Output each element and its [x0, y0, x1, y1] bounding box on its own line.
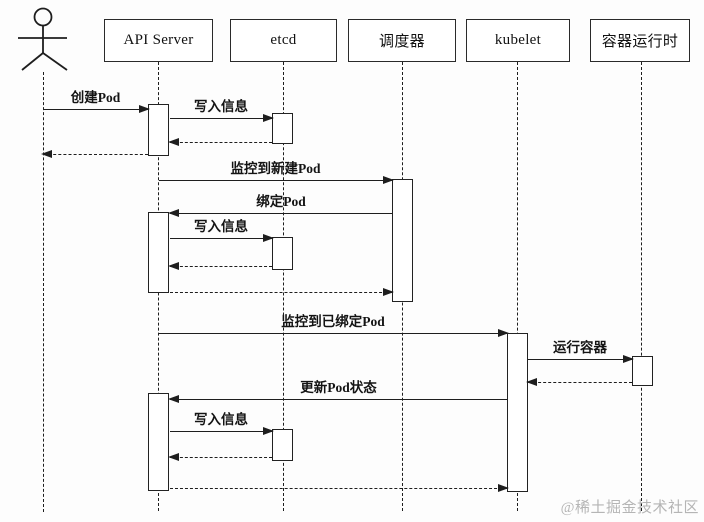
- msg-label: 写入信息: [194, 219, 248, 234]
- activation-etcd-2: [272, 237, 293, 270]
- activation-scheduler: [392, 179, 413, 302]
- msg-label: 运行容器: [553, 340, 607, 355]
- arrowhead-icon: [526, 377, 537, 386]
- activation-api-server-3: [148, 393, 169, 491]
- arrowhead-icon: [383, 175, 394, 184]
- participant-kubelet: kubelet: [466, 19, 570, 62]
- arrowhead-icon: [168, 137, 179, 146]
- msg-update-pod-status: 更新Pod状态: [168, 380, 507, 403]
- msg-watch-bound-pod: 监控到已绑定Pod: [159, 314, 509, 337]
- msg-create-pod: 创建Pod: [43, 90, 150, 113]
- msg-write-info-1: 写入信息: [170, 99, 274, 122]
- msg-label: 创建Pod: [70, 90, 121, 105]
- lifeline-kubelet: [517, 62, 518, 511]
- msg-label: 绑定Pod: [256, 194, 306, 209]
- arrowhead-icon: [168, 394, 179, 403]
- arrowhead-icon: [498, 483, 509, 492]
- participant-label: 容器运行时: [601, 34, 679, 50]
- participant-label: API Server: [123, 32, 194, 48]
- activation-api-server-1: [148, 104, 169, 156]
- lifeline-container-runtime: [641, 62, 642, 511]
- msg-return-etcd-3: [168, 452, 272, 461]
- msg-return-to-actor: [41, 149, 148, 158]
- msg-run-container: 运行容器: [528, 340, 634, 363]
- arrowhead-icon: [263, 233, 274, 242]
- participant-label: etcd: [270, 32, 297, 48]
- participant-scheduler: 调度器: [348, 19, 456, 62]
- msg-label: 写入信息: [194, 99, 248, 114]
- arrowhead-icon: [41, 149, 52, 158]
- arrowhead-icon: [498, 328, 509, 337]
- activation-kubelet: [507, 333, 528, 492]
- arrowhead-icon: [263, 113, 274, 122]
- arrowhead-icon: [168, 208, 179, 217]
- arrowhead-icon: [263, 426, 274, 435]
- arrowhead-icon: [383, 287, 394, 296]
- lifeline-etcd: [282, 62, 284, 511]
- msg-bind-pod: 绑定Pod: [168, 194, 392, 217]
- msg-return-runtime: [526, 377, 632, 386]
- msg-return-to-kubelet: [170, 483, 509, 492]
- activation-container-runtime: [632, 356, 653, 386]
- arrowhead-icon: [168, 452, 179, 461]
- participant-api-server: API Server: [104, 19, 213, 62]
- msg-label: 更新Pod状态: [300, 380, 377, 395]
- watermark: @稀土掘金技术社区: [560, 500, 699, 516]
- lifeline-actor: [42, 72, 44, 512]
- activation-etcd-1: [272, 113, 293, 144]
- msg-label: 监控到已绑定Pod: [281, 314, 385, 329]
- msg-write-info-2: 写入信息: [170, 219, 274, 242]
- msg-write-info-3: 写入信息: [170, 412, 274, 435]
- msg-return-etcd-2: [168, 261, 272, 270]
- actor-icon: [18, 7, 68, 71]
- participant-label: kubelet: [494, 32, 542, 48]
- arrowhead-icon: [139, 104, 150, 113]
- msg-return-etcd-1: [168, 137, 272, 146]
- arrowhead-icon: [168, 261, 179, 270]
- msg-label: 监控到新建Pod: [230, 161, 321, 176]
- msg-watch-new-pod: 监控到新建Pod: [159, 161, 394, 184]
- arrowhead-icon: [623, 354, 634, 363]
- msg-label: 写入信息: [194, 412, 248, 427]
- participant-label: 调度器: [379, 34, 425, 50]
- activation-etcd-3: [272, 429, 293, 461]
- msg-return-to-scheduler: [170, 287, 394, 296]
- participant-container-runtime: 容器运行时: [590, 19, 690, 62]
- participant-etcd: etcd: [230, 19, 337, 62]
- activation-api-server-2: [148, 212, 169, 293]
